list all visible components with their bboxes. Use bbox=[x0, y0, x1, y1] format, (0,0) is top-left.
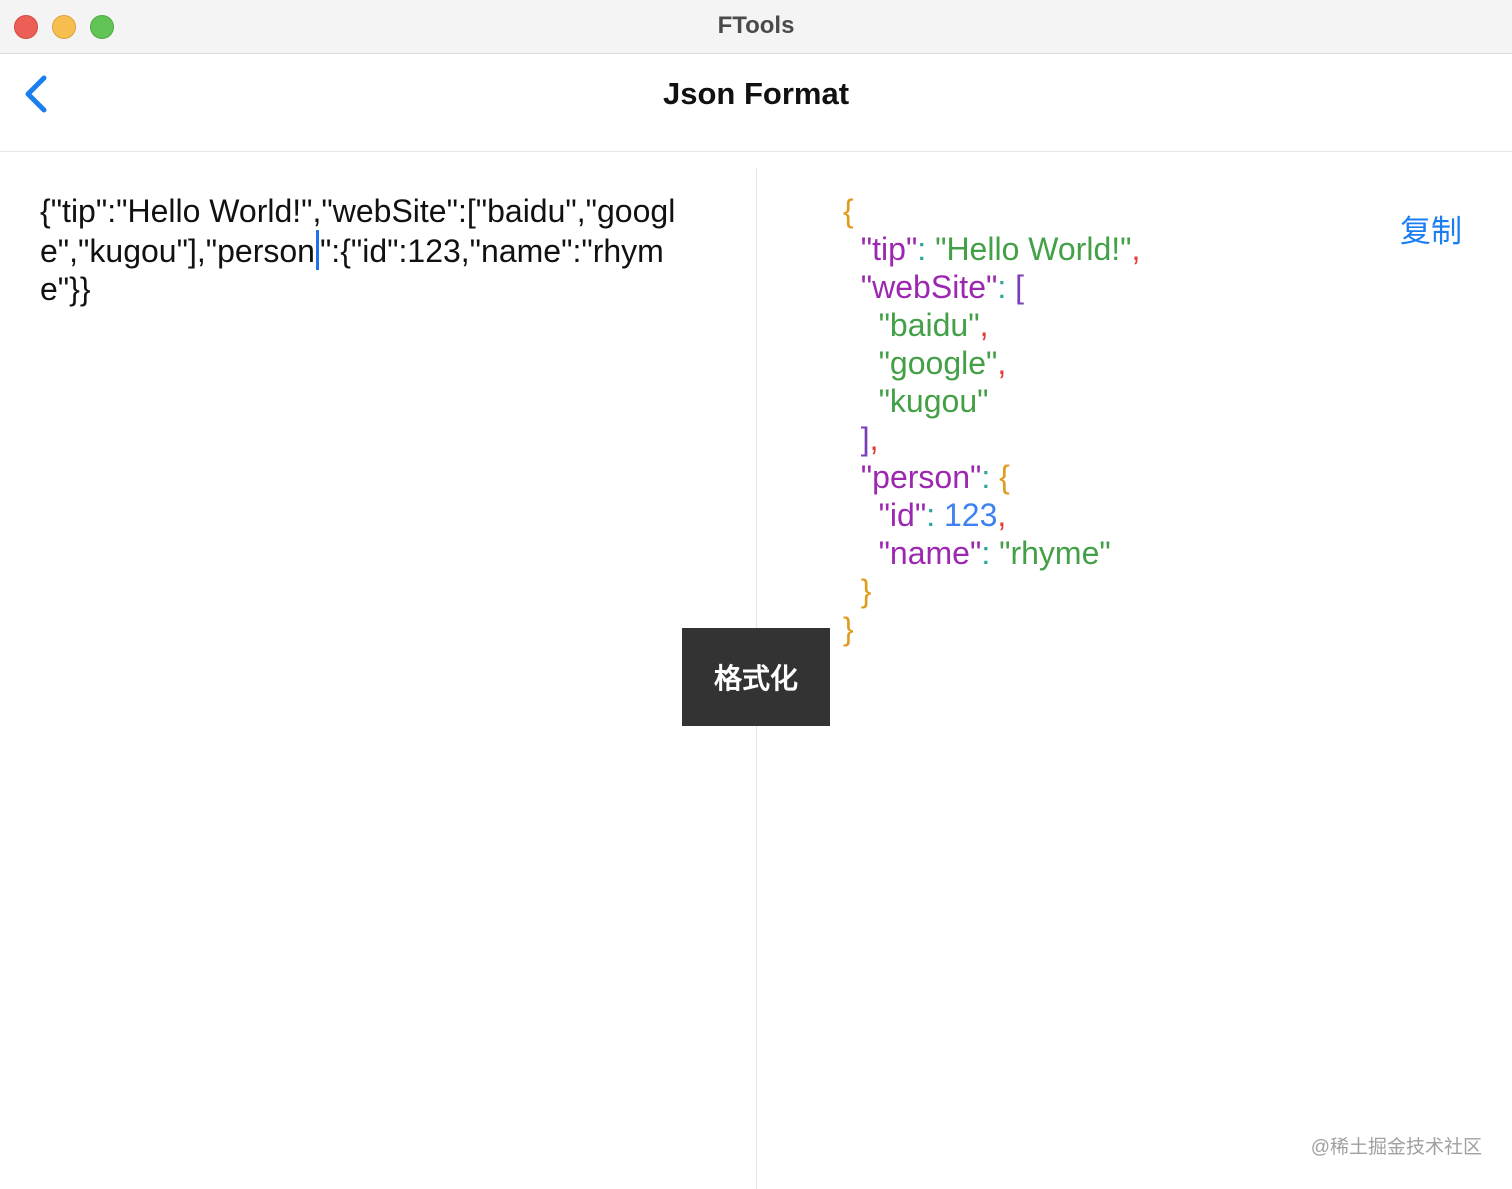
output-line: ], bbox=[843, 420, 1140, 458]
watermark: @稀土掘金技术社区 bbox=[1310, 1137, 1482, 1158]
input-text-before-caret: {"tip":"Hello World!","webSite":["baidu"… bbox=[40, 193, 676, 269]
output-token: : bbox=[981, 459, 1000, 495]
output-token: "tip" bbox=[860, 231, 918, 267]
text-caret bbox=[315, 230, 319, 270]
output-line: "person": { bbox=[843, 458, 1140, 496]
window-close-button[interactable] bbox=[14, 15, 38, 39]
json-input-textarea[interactable]: {"tip":"Hello World!","webSite":["baidu"… bbox=[40, 192, 680, 308]
main-content: {"tip":"Hello World!","webSite":["baidu"… bbox=[0, 152, 1512, 1189]
output-token: , bbox=[997, 345, 1007, 381]
output-token: "id" bbox=[878, 497, 927, 533]
output-token: "webSite" bbox=[860, 269, 998, 305]
output-token: : bbox=[997, 269, 1016, 305]
output-token: , bbox=[979, 307, 989, 343]
output-token bbox=[843, 573, 861, 609]
output-line: "google", bbox=[843, 344, 1140, 382]
output-token bbox=[843, 231, 861, 267]
output-token bbox=[843, 383, 879, 419]
output-token bbox=[843, 421, 861, 457]
formatted-json-output: { "tip": "Hello World!", "webSite": [ "b… bbox=[843, 192, 1140, 648]
output-line: "kugou" bbox=[843, 382, 1140, 420]
output-token: , bbox=[1131, 231, 1141, 267]
output-line: "id": 123, bbox=[843, 496, 1140, 534]
output-token: "kugou" bbox=[878, 383, 989, 419]
output-token: : bbox=[926, 497, 944, 533]
output-token: { bbox=[999, 459, 1010, 495]
window-zoom-button[interactable] bbox=[90, 15, 114, 39]
output-token: ] bbox=[860, 421, 870, 457]
output-token: "Hello World!" bbox=[935, 231, 1132, 267]
copy-button[interactable]: 复制 bbox=[1400, 214, 1462, 249]
output-line: { bbox=[843, 192, 1140, 230]
output-line: "name": "rhyme" bbox=[843, 534, 1140, 572]
navigation-bar: Json Format bbox=[0, 54, 1512, 152]
input-text-after-caret: ":{"id":123,"name":"rhyme"}} bbox=[40, 233, 664, 307]
output-token bbox=[843, 307, 879, 343]
output-token bbox=[843, 535, 879, 571]
window-minimize-button[interactable] bbox=[52, 15, 76, 39]
back-button[interactable] bbox=[18, 72, 58, 116]
format-button[interactable]: 格式化 bbox=[682, 628, 830, 726]
output-token: { bbox=[843, 193, 854, 229]
output-token bbox=[843, 269, 861, 305]
output-token bbox=[843, 497, 879, 533]
output-token: : bbox=[981, 535, 1000, 571]
output-line: "baidu", bbox=[843, 306, 1140, 344]
output-token bbox=[843, 459, 861, 495]
chevron-left-icon bbox=[25, 75, 47, 113]
output-line: "webSite": [ bbox=[843, 268, 1140, 306]
output-token: 123 bbox=[943, 497, 998, 533]
output-line: "tip": "Hello World!", bbox=[843, 230, 1141, 268]
page-title: Json Format bbox=[662, 76, 850, 111]
output-token: "person" bbox=[860, 459, 982, 495]
output-line: } bbox=[843, 572, 1140, 610]
output-token: "baidu" bbox=[878, 307, 980, 343]
window-title: FTools bbox=[717, 12, 795, 39]
output-token: "rhyme" bbox=[999, 535, 1111, 571]
output-token: , bbox=[997, 497, 1007, 533]
output-line: } bbox=[843, 610, 1140, 648]
output-token: } bbox=[860, 573, 872, 609]
window-titlebar[interactable]: FTools bbox=[0, 0, 1512, 54]
output-token bbox=[843, 345, 879, 381]
output-token: : bbox=[917, 231, 936, 267]
output-token: } bbox=[843, 611, 854, 647]
output-token: , bbox=[869, 421, 879, 457]
output-token: "google" bbox=[878, 345, 998, 381]
output-token: "name" bbox=[878, 535, 982, 571]
output-token: [ bbox=[1015, 269, 1025, 305]
